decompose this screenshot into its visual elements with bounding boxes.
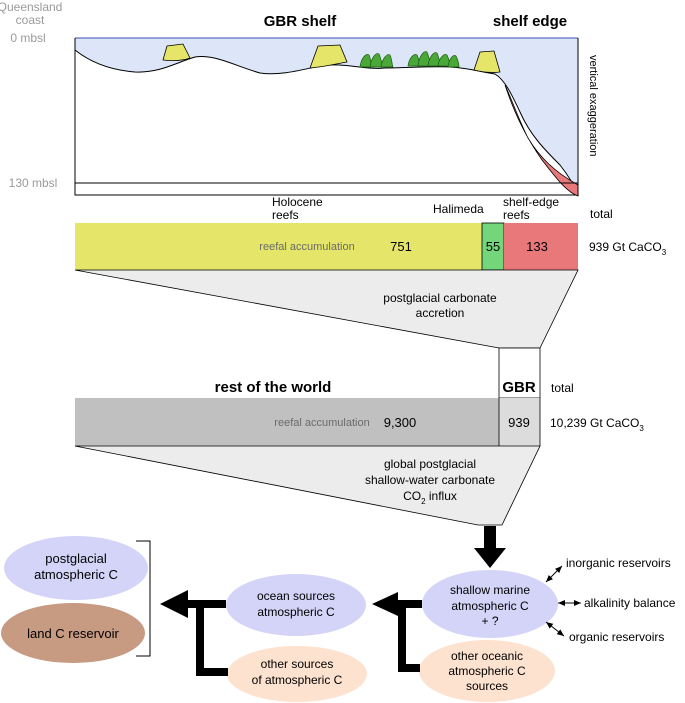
influx-label-2: shallow-water carbonate <box>365 473 495 487</box>
shelf-edge-reefs-label-1: shelf-edge <box>503 195 559 209</box>
rest-of-world-bar <box>75 398 499 446</box>
right-to-middle-connector <box>398 600 422 672</box>
shelf-edge-value: 133 <box>526 239 548 254</box>
rest-of-world-title: rest of the world <box>215 379 332 396</box>
shallow-label-2: atmospheric C <box>451 599 529 613</box>
other-oceanic-label-1: other oceanic <box>451 649 523 663</box>
postglacial-label-2: atmospheric C <box>34 567 118 582</box>
other-sources-label-2: of atmospheric C <box>252 673 343 687</box>
shallow-marine-node <box>422 570 558 638</box>
shelf-cross-section: Queensland coast 0 mbsl 130 mbsl GBR she… <box>0 0 599 197</box>
holocene-reef-2 <box>309 44 348 69</box>
accretion-label-1: postglacial carbonate <box>383 291 497 305</box>
postglacial-atmospheric-c-node <box>4 536 148 600</box>
gbr-bar <box>499 398 540 446</box>
gbr-budget: Holocene reefs Halimeda shelf-edge reefs… <box>74 195 667 349</box>
other-oceanic-node <box>419 640 555 702</box>
rest-value: 9,300 <box>384 415 417 430</box>
seafloor <box>74 48 579 196</box>
land-c-reservoir-node <box>1 603 145 663</box>
ocean-sources-node <box>226 574 366 636</box>
carbon-flow: postglacial atmospheric C land C reservo… <box>1 526 676 702</box>
global-total-value: 10,239 Gt CaCO3 <box>550 416 644 433</box>
halimeda-mounds <box>359 51 460 68</box>
global-budget: rest of the world GBR total reefal accum… <box>74 347 644 526</box>
inorganic-arrow <box>545 565 563 583</box>
gbr-shelf-title: GBR shelf <box>264 13 338 30</box>
middle-to-left-arrowhead <box>160 590 188 618</box>
influx-label-3: CO2 influx <box>403 489 457 506</box>
influx-label-1: global postglacial <box>384 457 476 471</box>
gbr-column-frame <box>498 347 541 399</box>
organic-label: organic reservoirs <box>569 630 664 644</box>
halimeda-value: 55 <box>486 239 500 254</box>
holocene-reefs-label-2: reefs <box>272 208 299 222</box>
gbr-title: GBR <box>502 379 536 396</box>
influx-down-arrow <box>474 526 506 568</box>
global-accumulation-label: reefal accumulation <box>274 417 369 429</box>
other-sources-node <box>227 646 367 702</box>
inorganic-label: inorganic reservoirs <box>566 556 671 570</box>
other-sources-label-1: other sources <box>261 657 334 671</box>
shallow-label-3: + ? <box>481 614 498 628</box>
gbr-value: 939 <box>508 415 530 430</box>
holocene-reefs-label-1: Holocene <box>272 195 323 209</box>
gbr-total-header: total <box>590 207 613 221</box>
shelf-edge-reefs-label-2: reefs <box>503 208 530 222</box>
alkalinity-label: alkalinity balance <box>584 596 676 610</box>
gbr-accretion-funnel <box>74 269 579 349</box>
gbr-accumulation-label: reefal accumulation <box>259 241 354 253</box>
holocene-reef-3 <box>473 50 501 73</box>
ocean-label-1: ocean sources <box>257 589 335 603</box>
gbr-total-value: 939 Gt CaCO3 <box>589 240 667 257</box>
depth-0-label: 0 mbsl <box>10 31 45 45</box>
postglacial-label-1: postglacial <box>45 551 107 566</box>
middle-to-left-connector <box>186 600 228 676</box>
shelf-edge-bar <box>504 223 578 270</box>
other-oceanic-label-2: atmospheric C <box>448 664 526 678</box>
land-label: land C reservoir <box>27 626 119 641</box>
halimeda-label: Halimeda <box>433 202 484 216</box>
holocene-value: 751 <box>390 239 412 254</box>
coast-label-line2: coast <box>16 13 45 27</box>
vertical-exaggeration-label: vertical exaggeration <box>587 55 599 157</box>
global-total-header: total <box>551 381 574 395</box>
ocean-label-2: atmospheric C <box>257 605 335 619</box>
accretion-label-2: accretion <box>416 306 465 320</box>
other-oceanic-label-3: sources <box>466 679 508 693</box>
right-to-middle-arrowhead <box>372 592 398 616</box>
shelf-edge-title: shelf edge <box>493 13 567 30</box>
holocene-reef-1 <box>162 43 191 61</box>
global-influx-funnel <box>74 445 541 526</box>
group-bracket <box>136 540 151 657</box>
organic-arrow <box>545 621 565 637</box>
shallow-label-1: shallow marine <box>450 583 530 597</box>
holocene-reef-bar <box>75 223 482 270</box>
coast-label-line1: Queensland <box>0 0 62 14</box>
depth-130-label: 130 mbsl <box>9 176 58 190</box>
